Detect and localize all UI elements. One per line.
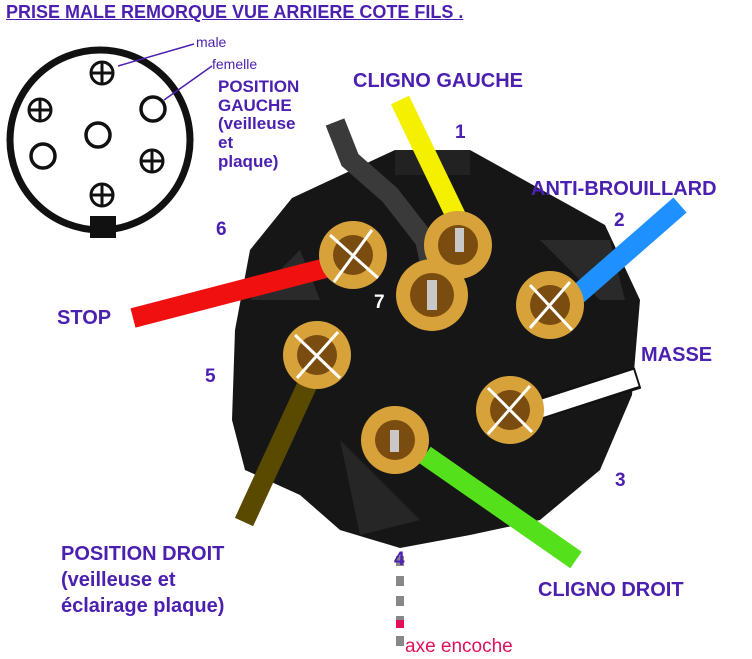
pin-number-2: 2 — [614, 210, 625, 231]
position-droit-line: (veilleuse et — [61, 569, 176, 591]
male-pin-icon — [89, 60, 115, 86]
male-pin-icon — [89, 182, 115, 208]
pin-number-6: 6 — [216, 219, 227, 240]
pin-schematic — [6, 43, 213, 238]
masse-label: MASSE — [641, 344, 713, 366]
position-droit-line: POSITION DROIT — [61, 543, 225, 565]
wire-masse — [534, 369, 639, 419]
pin-number-5: 5 — [205, 366, 216, 387]
pin-number-1: 1 — [455, 122, 466, 143]
position-gauche-line: GAUCHE — [218, 95, 292, 115]
cligno-gauche-label: CLIGNO GAUCHE — [353, 70, 523, 92]
legend-pointer-femelle — [163, 65, 213, 101]
schematic-outline — [6, 46, 194, 234]
position-gauche-label: POSITION GAUCHE (veilleuse et plaque) — [218, 77, 300, 171]
legend-male-label: male — [196, 34, 227, 50]
wire-position-droit — [234, 363, 325, 527]
anti-brouillard-label: ANTI-BROUILLARD — [531, 178, 717, 200]
schematic-notch — [90, 216, 116, 238]
position-gauche-line: et — [218, 133, 234, 153]
axe-encoche-label: axe encoche — [405, 636, 513, 657]
position-gauche-line: (veilleuse — [218, 114, 296, 134]
pin-number-3: 3 — [615, 470, 626, 491]
position-droit-line: éclairage plaque) — [61, 595, 225, 617]
female-pin-icon — [29, 142, 57, 170]
female-pin-icon — [139, 95, 167, 123]
position-droit-label: POSITION DROIT (veilleuse et éclairage p… — [61, 541, 224, 619]
cross-marks — [293, 229, 574, 435]
legend-femelle-label: femelle — [212, 56, 258, 72]
position-gauche-line: plaque) — [218, 151, 279, 171]
pin-stubs — [390, 228, 464, 452]
position-gauche-line: POSITION — [218, 77, 300, 96]
male-pin-icon — [27, 97, 53, 123]
pin-number-7: 7 — [374, 292, 385, 313]
wire-cligno-droit — [419, 446, 582, 569]
cligno-droit-label: CLIGNO DROIT — [538, 579, 684, 601]
pin-number-4: 4 — [394, 549, 405, 570]
male-pin-icon — [139, 148, 165, 174]
legend-pointer-male — [117, 43, 195, 67]
terminals — [283, 211, 584, 474]
page-title: PRISE MALE REMORQUE VUE ARRIERE COTE FIL… — [6, 2, 464, 22]
stop-label: STOP — [57, 307, 112, 329]
wire-stop — [130, 253, 348, 328]
female-pin-icon — [84, 121, 112, 149]
